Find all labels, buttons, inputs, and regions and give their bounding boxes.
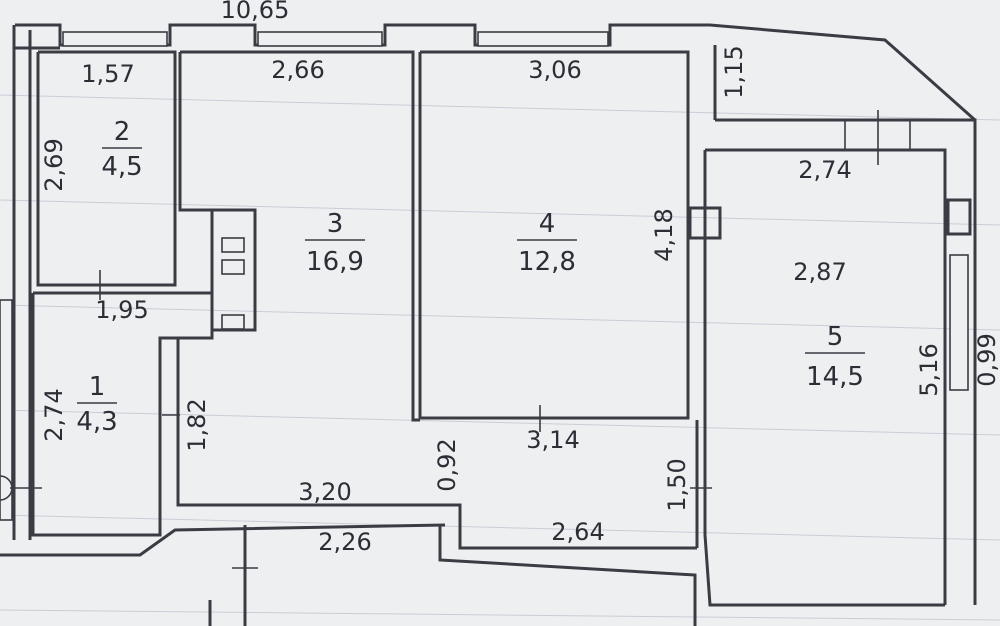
room-2-number: 2 (114, 117, 131, 147)
room-3-area: 16,9 (306, 247, 364, 277)
room-1-area: 4,3 (76, 407, 117, 437)
dim-2-26: 2,26 (318, 528, 371, 556)
dim-overall-width: 10,65 (221, 0, 290, 24)
room-3-number: 3 (327, 209, 344, 239)
dim-3-14: 3,14 (526, 426, 579, 454)
paper-grid (0, 94, 1000, 621)
dim-3-06: 3,06 (528, 56, 581, 84)
dim-1-95: 1,95 (95, 296, 148, 324)
room-5-area: 14,5 (806, 362, 864, 392)
dim-1-50: 1,50 (663, 458, 691, 511)
dim-2-66: 2,66 (271, 56, 324, 84)
dim-4-18: 4,18 (650, 208, 678, 261)
dim-2-64: 2,64 (551, 518, 604, 546)
windows (0, 31, 969, 521)
dim-0-99: 0,99 (973, 333, 1000, 386)
dimension-labels: 10,65 1,57 2,69 1,95 2,74 1,82 2,66 3,20… (40, 0, 1000, 556)
dim-5-16: 5,16 (915, 343, 943, 396)
dim-1-82: 1,82 (183, 398, 211, 451)
room-1-number: 1 (89, 372, 106, 402)
room-4-area: 12,8 (518, 247, 576, 277)
dim-2-69: 2,69 (40, 138, 68, 191)
room-5-number: 5 (827, 322, 844, 352)
dim-0-92: 0,92 (433, 438, 461, 491)
room-labels: 2 4,5 1 4,3 3 16,9 4 12,8 5 14,5 (76, 117, 865, 437)
dim-3-20: 3,20 (298, 478, 351, 506)
dim-2-74-right: 2,74 (798, 156, 851, 184)
walls (0, 23, 977, 626)
room-4-label: 4 12,8 (517, 209, 577, 277)
dim-1-15: 1,15 (720, 45, 748, 98)
room-2-label: 2 4,5 (101, 117, 142, 182)
dim-1-57: 1,57 (81, 60, 134, 88)
dim-2-87: 2,87 (793, 258, 846, 286)
room-1-label: 1 4,3 (76, 372, 117, 437)
fixtures (0, 110, 972, 569)
room-4-number: 4 (539, 209, 556, 239)
room-3-label: 3 16,9 (305, 209, 365, 277)
room-2-area: 4,5 (101, 152, 142, 182)
room-5-label: 5 14,5 (805, 322, 865, 392)
dim-2-74-left: 2,74 (40, 388, 68, 441)
